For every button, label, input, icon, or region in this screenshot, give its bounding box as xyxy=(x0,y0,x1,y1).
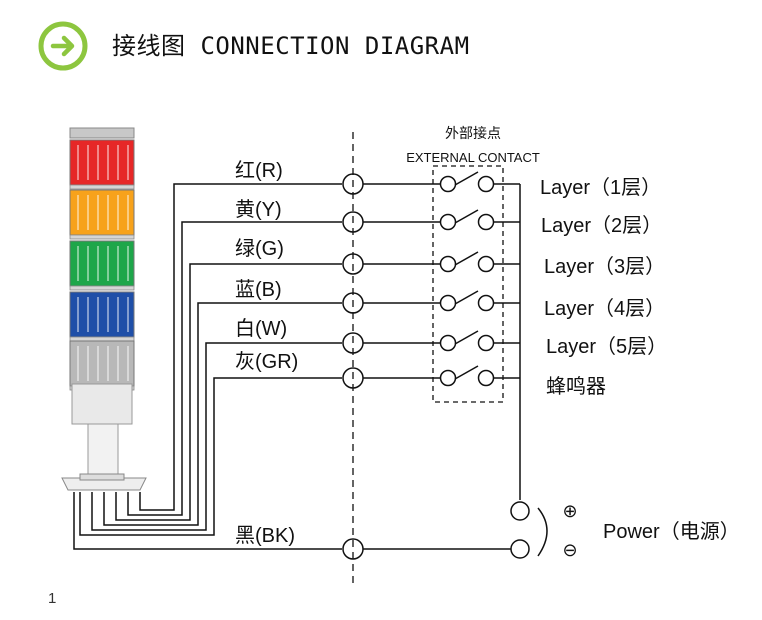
wire-path xyxy=(79,377,342,536)
output-label: Layer（3层） xyxy=(544,255,665,278)
wire-label: 白(W) xyxy=(235,317,287,340)
wire-label-black: 黑(BK) xyxy=(235,525,295,547)
wire-label: 蓝(B) xyxy=(235,278,282,301)
switch-lever xyxy=(454,209,479,224)
tower-body xyxy=(71,383,133,425)
switch-contact xyxy=(439,294,457,312)
minus-symbol: ⊖ xyxy=(562,540,577,560)
switch-contact xyxy=(477,369,495,387)
switch-contact xyxy=(439,175,457,193)
tower-divider xyxy=(69,285,135,291)
black-wire xyxy=(73,492,342,550)
tower-light-2 xyxy=(69,189,135,236)
external-contact-box xyxy=(432,165,504,403)
switch-contact xyxy=(439,213,457,231)
switch-lever xyxy=(454,365,479,380)
output-label: Layer（2层） xyxy=(541,214,662,237)
tower-light-4 xyxy=(69,291,135,338)
output-label: Layer（5层） xyxy=(546,335,667,358)
wires xyxy=(73,171,548,560)
power-label: Power（电源） xyxy=(603,520,740,543)
wire-path xyxy=(103,302,342,526)
output-label: Layer（1层） xyxy=(540,176,661,199)
plus-symbol: ⊕ xyxy=(562,501,577,521)
power-terminal-plus xyxy=(510,501,530,521)
wire-label: 绿(G) xyxy=(235,237,284,260)
switch-lever xyxy=(454,171,479,186)
external-contact-title-cn: 外部接点 xyxy=(445,125,501,141)
tower-light-1 xyxy=(69,139,135,186)
switch-contact xyxy=(439,334,457,352)
signal-tower xyxy=(61,127,147,491)
switch-lever xyxy=(454,251,479,266)
switch-contact xyxy=(477,175,495,193)
power-bracket xyxy=(537,507,548,557)
switch-contact xyxy=(439,255,457,273)
tower-divider xyxy=(69,336,135,342)
arrow-right-circle-icon xyxy=(38,21,88,71)
tower-pole xyxy=(87,423,119,475)
tower-divider xyxy=(69,234,135,240)
wire-path xyxy=(127,221,342,516)
page-number: 1 xyxy=(48,590,57,607)
switch-lever xyxy=(454,330,479,345)
external-contact-title-en: EXTERNAL CONTACT xyxy=(406,150,540,165)
wire-label: 红(R) xyxy=(235,159,283,182)
power-terminal-minus xyxy=(510,539,530,559)
switch-contact xyxy=(477,294,495,312)
output-label: 蜂鸣器 xyxy=(546,375,606,398)
output-label: Layer（4层） xyxy=(544,297,665,320)
wire-path xyxy=(139,183,342,511)
wire-label: 灰(GR) xyxy=(235,350,298,373)
switch-contact xyxy=(477,334,495,352)
wire-label: 黄(Y) xyxy=(235,198,282,221)
switch-contact xyxy=(477,213,495,231)
wire-path xyxy=(115,263,342,521)
tower-light-5 xyxy=(69,340,135,387)
tower-divider xyxy=(69,184,135,190)
wire-path xyxy=(91,342,342,531)
switch-lever xyxy=(454,290,479,305)
tower-light-3 xyxy=(69,240,135,287)
tower-base-top xyxy=(79,473,125,481)
page-title: 接线图 CONNECTION DIAGRAM xyxy=(112,32,470,60)
switch-contact xyxy=(439,369,457,387)
switch-contact xyxy=(477,255,495,273)
tower-cap xyxy=(69,127,135,139)
